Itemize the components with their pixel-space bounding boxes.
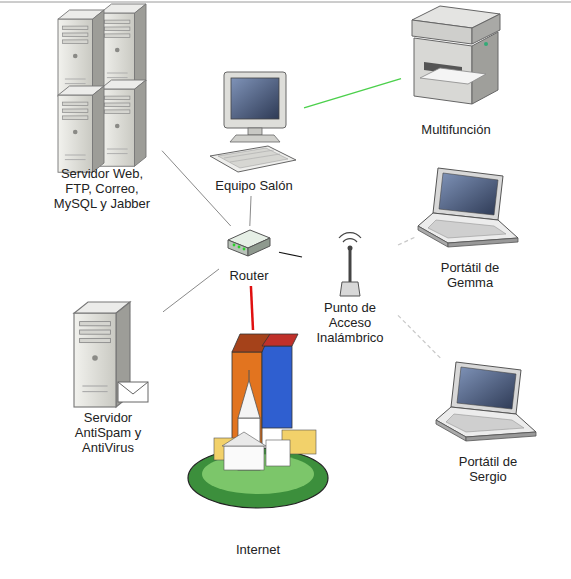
- icon-space: [415, 164, 525, 260]
- icon-space: [435, 358, 541, 454]
- icon-space: [401, 4, 511, 120]
- icon-space: [53, 298, 163, 410]
- laptop-node: Portátil de Sergio: [435, 358, 541, 487]
- icon-space: [204, 70, 304, 176]
- laptop-node: Portátil de Gemma: [415, 164, 525, 293]
- server-node: Servidor Web, FTP, Correo, MySQL y Jabbe…: [42, 4, 162, 214]
- server-node: Servidor AntiSpam y AntiVirus: [53, 298, 163, 458]
- access-point-node: Punto de Acceso Inalámbrico: [302, 234, 398, 348]
- network-link: [398, 237, 415, 245]
- pc-node: Equipo Salón: [204, 70, 304, 196]
- icon-space: [183, 330, 333, 540]
- device-label: Internet: [236, 542, 280, 557]
- network-link: [398, 315, 440, 358]
- printer-icon: [412, 6, 500, 104]
- network-link: [163, 269, 219, 312]
- icon-space: [219, 226, 279, 266]
- router-icon: [228, 230, 270, 256]
- device-label: Equipo Salón: [215, 178, 292, 193]
- laptop-icon: [418, 168, 518, 247]
- icon-space: [42, 4, 162, 166]
- network-link: [251, 286, 253, 330]
- device-label: Servidor AntiSpam y AntiVirus: [67, 410, 149, 455]
- network-link: [304, 79, 401, 108]
- device-label: Portátil de Sergio: [447, 454, 529, 484]
- network-link: [279, 252, 302, 257]
- top-rule: [0, 2, 571, 3]
- device-label: Multifunción: [421, 122, 490, 137]
- server-cluster-icon: [58, 4, 146, 172]
- pc-icon: [210, 72, 296, 172]
- printer-node: Multifunción: [401, 4, 511, 140]
- device-label: Portátil de Gemma: [429, 260, 511, 290]
- internet-node: Internet: [183, 330, 333, 560]
- network-link: [250, 196, 251, 226]
- device-label: Punto de Acceso Inalámbrico: [309, 300, 391, 345]
- device-label: Servidor Web, FTP, Correo, MySQL y Jabbe…: [49, 166, 155, 211]
- icon-space: [302, 234, 398, 300]
- access-point-icon: [339, 233, 361, 296]
- antispam-server-icon: [74, 302, 148, 407]
- laptop-icon: [436, 362, 536, 441]
- router-node: Router: [219, 226, 279, 286]
- internet-icon: [188, 334, 328, 508]
- device-label: Router: [229, 268, 268, 283]
